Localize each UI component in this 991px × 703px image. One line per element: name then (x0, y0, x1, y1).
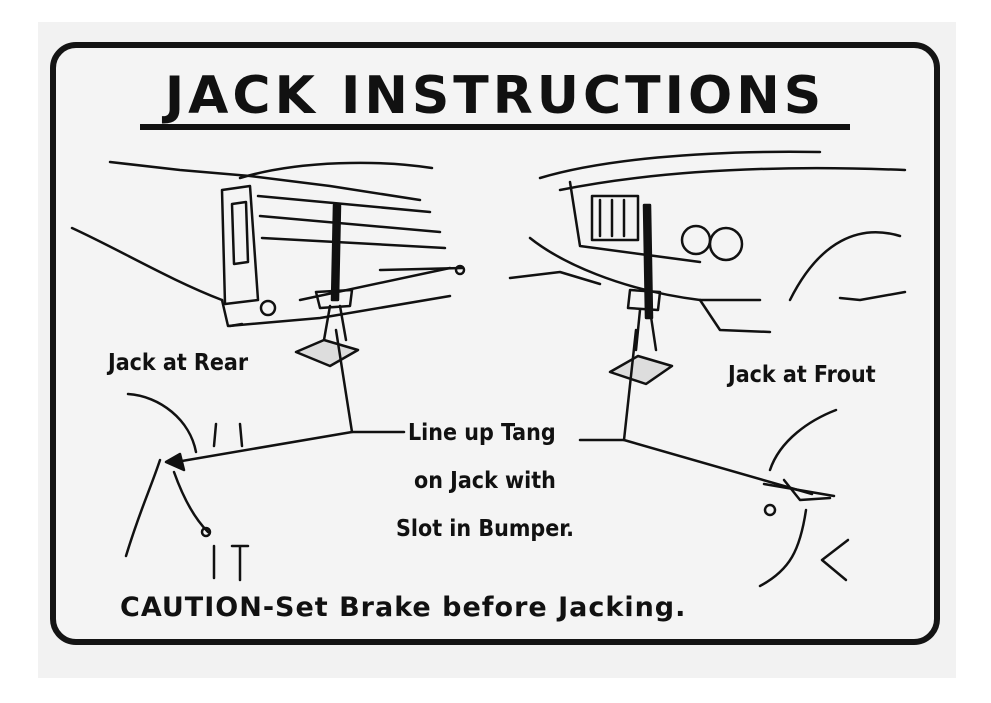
caution-text: CAUTION-Set Brake before Jacking. (120, 592, 687, 623)
title-underline (140, 124, 850, 130)
rear-bumper-detail (124, 392, 250, 582)
front-car-drawing (508, 150, 907, 334)
rear-car-drawing (70, 160, 466, 328)
rear-jack-drawing (294, 203, 360, 368)
jack-at-rear-label: Jack at Rear (108, 350, 249, 376)
decal-frame (50, 42, 940, 645)
jack-at-front-label: Jack at Frout (728, 362, 876, 388)
leader-lines (174, 328, 814, 496)
front-jack-drawing (608, 203, 674, 386)
instruction-line-1: Line up Tang (408, 420, 556, 446)
page-title: JACK INSTRUCTIONS (164, 66, 826, 126)
instruction-line-2: on Jack with (414, 468, 556, 494)
instruction-line-3: Slot in Bumper. (396, 516, 575, 542)
front-bumper-detail (758, 408, 850, 588)
